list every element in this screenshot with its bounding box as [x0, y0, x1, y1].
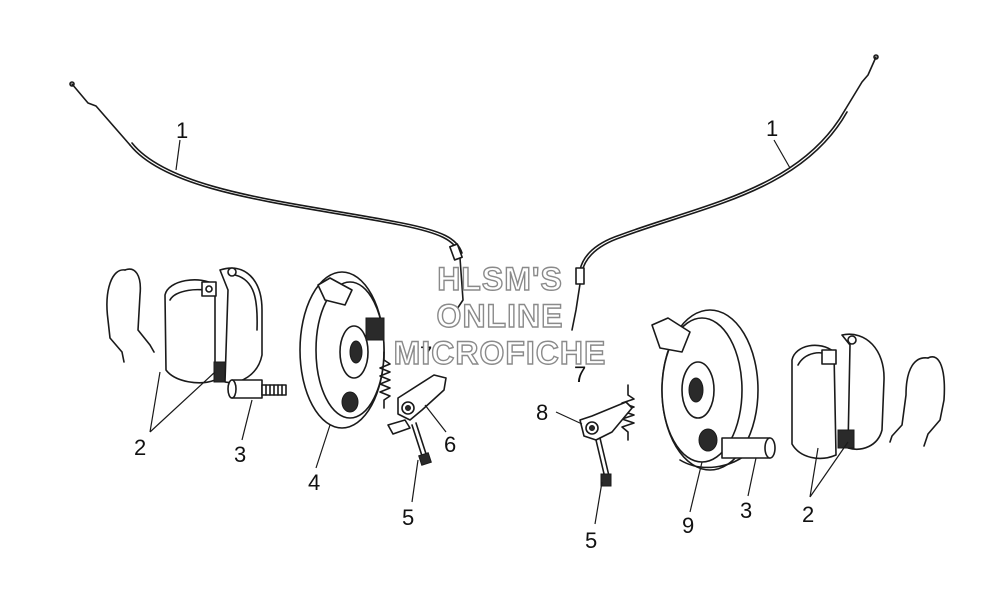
callout-right-plate: 9 — [682, 513, 694, 538]
callout-right-cable: 1 — [766, 116, 778, 141]
watermark-line-1: HLSM'S — [437, 261, 563, 297]
callout-right-bolt: 5 — [585, 528, 597, 553]
right-brake-shoe-front — [791, 344, 837, 460]
right-brake-cam — [721, 437, 776, 459]
callout-right-cam: 3 — [740, 498, 752, 523]
callout-right-shoes: 2 — [802, 502, 814, 527]
right-lever-bolt — [595, 437, 612, 487]
left-shoe-spring — [106, 268, 155, 363]
watermark-line-2: ONLINE — [437, 298, 564, 334]
callout-left-plate: 4 — [308, 470, 320, 495]
watermark: HLSM'S ONLINE MICROFICHE — [393, 260, 607, 371]
callout-left-cam: 3 — [234, 442, 246, 467]
right-brake-shoe-rear — [837, 333, 885, 450]
callout-left-lever: 6 — [444, 432, 456, 457]
left-cam-lever — [387, 374, 447, 435]
right-shoe-spring — [889, 356, 946, 447]
right-backing-plate — [651, 309, 759, 471]
callout-left-cable: 1 — [176, 118, 188, 143]
watermark-line-3: MICROFICHE — [394, 335, 607, 371]
left-brake-cam — [227, 379, 287, 399]
leader-lines — [149, 139, 849, 525]
callout-left-bolt: 5 — [402, 505, 414, 530]
callout-right-spring: 7 — [574, 362, 586, 387]
callout-left-shoes: 2 — [134, 435, 146, 460]
left-brake-shoe-front — [164, 279, 231, 384]
left-brake-shoe-rear — [219, 267, 263, 384]
right-cam-lever — [579, 401, 633, 441]
left-lever-spring — [379, 351, 391, 409]
left-backing-plate — [299, 271, 385, 429]
left-brake-cable — [69, 81, 464, 313]
left-lever-bolt — [411, 422, 432, 466]
callout-right-lever: 8 — [536, 400, 548, 425]
right-brake-cable — [571, 54, 879, 331]
callout-left-spring: 7 — [420, 342, 432, 367]
